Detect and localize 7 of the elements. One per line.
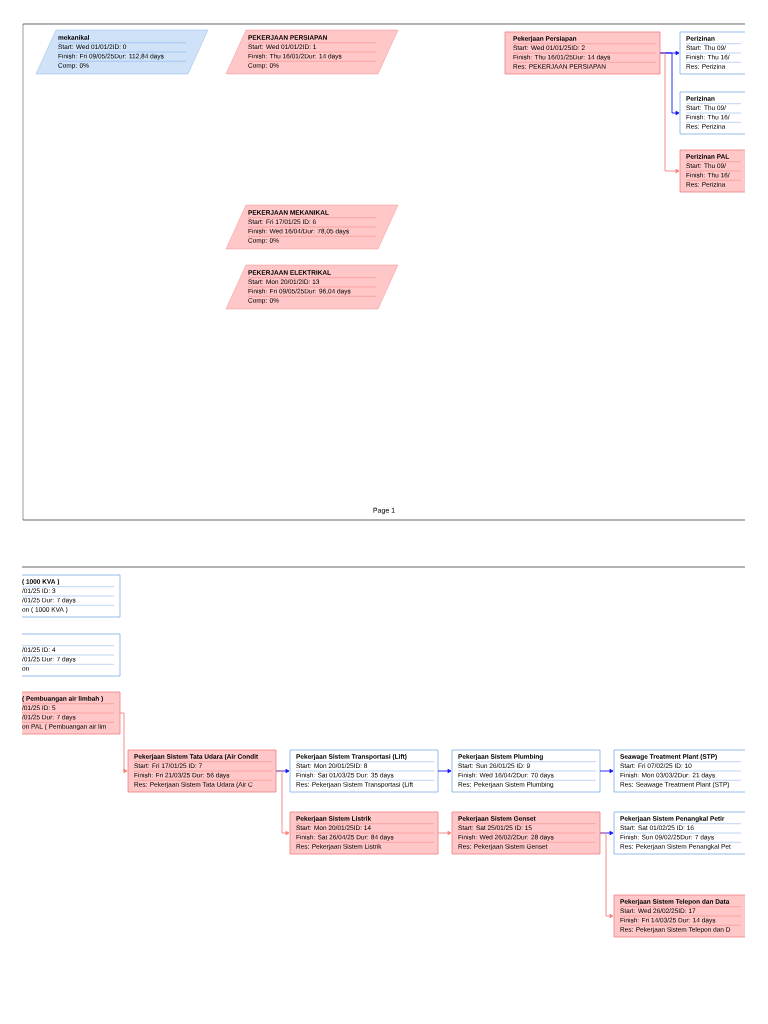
arrow bbox=[659, 52, 680, 174]
arrow bbox=[437, 830, 452, 836]
arrow bbox=[599, 768, 614, 774]
arrow bbox=[275, 770, 290, 836]
arrow bbox=[119, 712, 128, 774]
arrow bbox=[437, 768, 452, 774]
arrow bbox=[599, 832, 614, 919]
